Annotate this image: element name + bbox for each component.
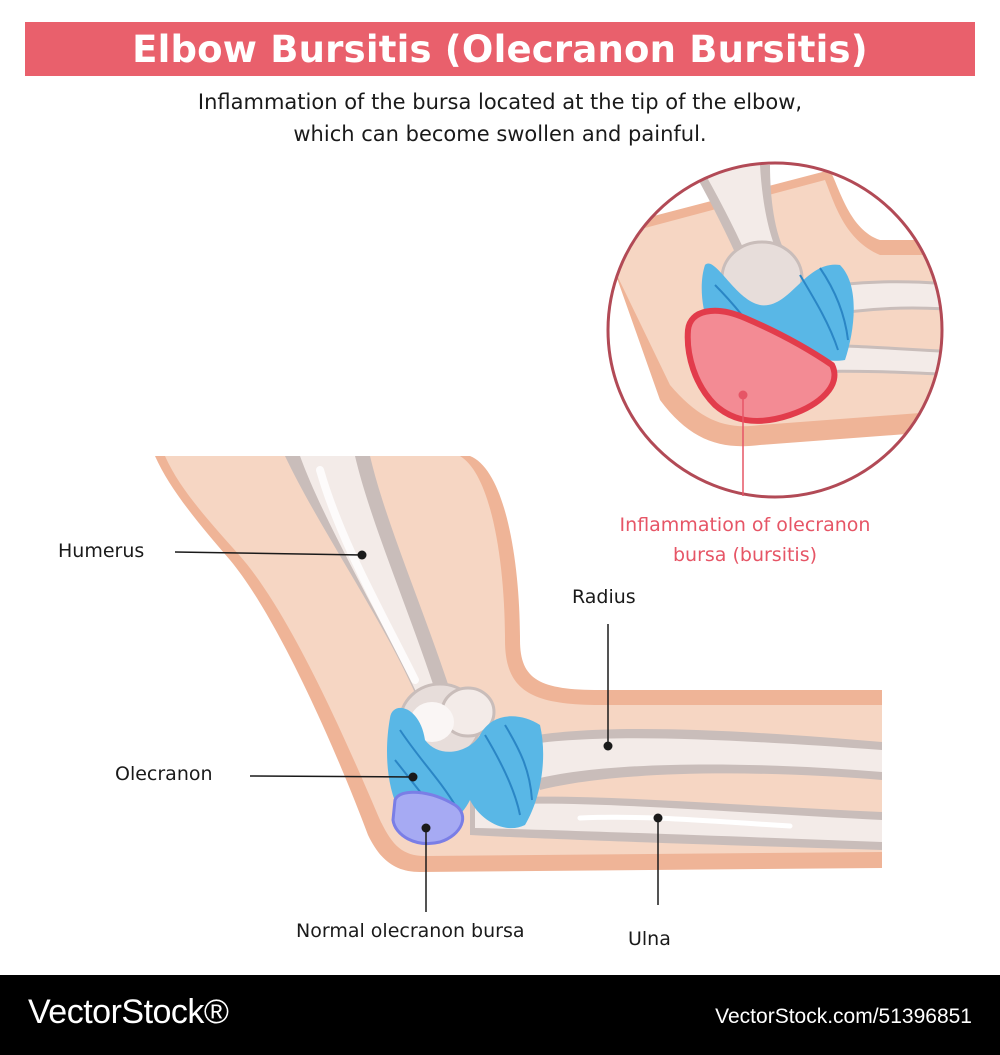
page-title: Elbow Bursitis (Olecranon Bursitis) bbox=[132, 27, 868, 71]
elbow-illustration bbox=[155, 161, 944, 912]
subtitle: Inflammation of the bursa located at the… bbox=[100, 86, 900, 150]
label-inflamed-bursa-line-1: Inflammation of olecranon bbox=[619, 514, 871, 536]
label-olecranon: Olecranon bbox=[115, 763, 213, 785]
subtitle-line-2: which can become swollen and painful. bbox=[293, 122, 707, 146]
zoom-inset bbox=[606, 161, 944, 499]
normal-bursa bbox=[391, 790, 465, 845]
footer-brand-logo: VectorStock® bbox=[28, 993, 229, 1031]
label-inflamed-bursa: Inflammation of olecranon bursa (bursiti… bbox=[585, 510, 905, 570]
label-ulna: Ulna bbox=[628, 928, 671, 950]
label-radius: Radius bbox=[572, 586, 636, 608]
title-banner: Elbow Bursitis (Olecranon Bursitis) bbox=[25, 22, 975, 76]
label-normal-bursa: Normal olecranon bursa bbox=[296, 920, 525, 942]
inflamed-leader bbox=[738, 390, 748, 496]
humerus-bone bbox=[285, 456, 496, 762]
label-humerus: Humerus bbox=[58, 540, 145, 562]
inflamed-bursa bbox=[684, 307, 838, 424]
label-inflamed-bursa-line-2: bursa (bursitis) bbox=[672, 544, 818, 566]
leader-lines bbox=[174, 550, 663, 912]
footer-url: VectorStock.com/51396851 bbox=[715, 1005, 972, 1028]
footer-bar: VectorStock® VectorStock.com/51396851 bbox=[0, 975, 1000, 1055]
subtitle-line-1: Inflammation of the bursa located at the… bbox=[197, 90, 803, 114]
